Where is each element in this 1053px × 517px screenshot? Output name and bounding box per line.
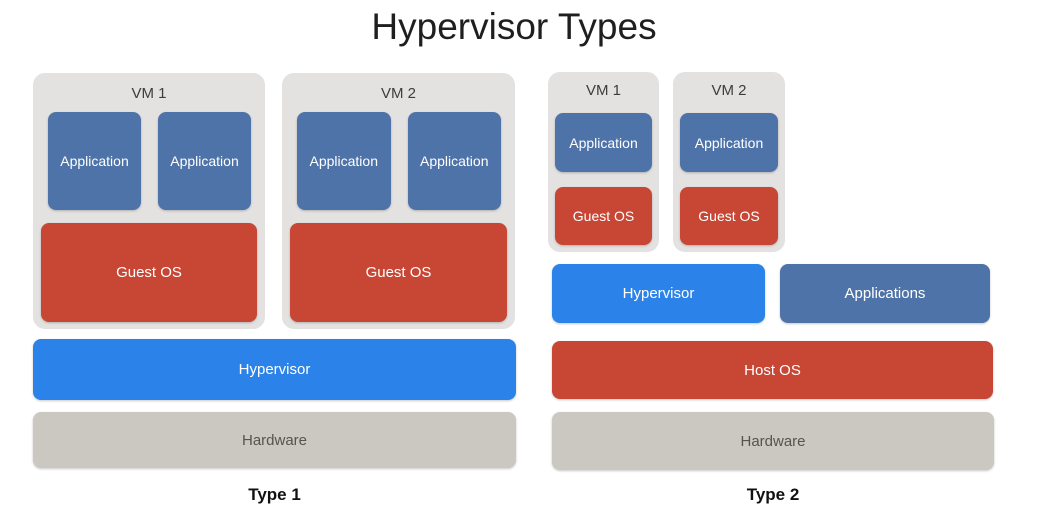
- type2-caption: Type 2: [746, 485, 800, 504]
- applications-row: Application Application: [48, 112, 251, 210]
- vm-title: VM 2: [380, 85, 416, 102]
- type1-vm1-container: VM 1 Application Application Guest OS: [33, 73, 265, 329]
- vm-title: VM 1: [585, 82, 621, 99]
- vm-title: VM 2: [711, 82, 747, 99]
- guest-os-box: Guest OS: [680, 187, 778, 245]
- type2-hypervisor-bar: Hypervisor: [552, 264, 765, 323]
- guest-os-box: Guest OS: [555, 187, 652, 245]
- application-box: Application: [48, 112, 141, 210]
- application-box: Application: [407, 112, 501, 210]
- type1-hardware-bar: Hardware: [33, 412, 516, 468]
- vm-title: VM 1: [131, 85, 167, 102]
- type2-applications-bar: Applications: [780, 264, 990, 323]
- guest-os-box: Guest OS: [290, 223, 507, 322]
- guest-os-box: Guest OS: [41, 223, 257, 322]
- type2-hardware-bar: Hardware: [552, 412, 994, 470]
- applications-row: Application Application: [297, 112, 501, 210]
- diagram-title: Hypervisor Types: [371, 6, 657, 47]
- application-box: Application: [158, 112, 251, 210]
- type2-vm1-container: VM 1 Application Guest OS: [548, 72, 659, 252]
- type1-hypervisor-bar: Hypervisor: [33, 339, 516, 400]
- application-box: Application: [680, 113, 778, 172]
- type2-vm2-container: VM 2 Application Guest OS: [673, 72, 785, 252]
- application-box: Application: [555, 113, 652, 172]
- type2-host-os-bar: Host OS: [552, 341, 993, 399]
- type1-vm2-container: VM 2 Application Application Guest OS: [282, 73, 515, 329]
- application-box: Application: [297, 112, 391, 210]
- type1-caption: Type 1: [248, 485, 301, 504]
